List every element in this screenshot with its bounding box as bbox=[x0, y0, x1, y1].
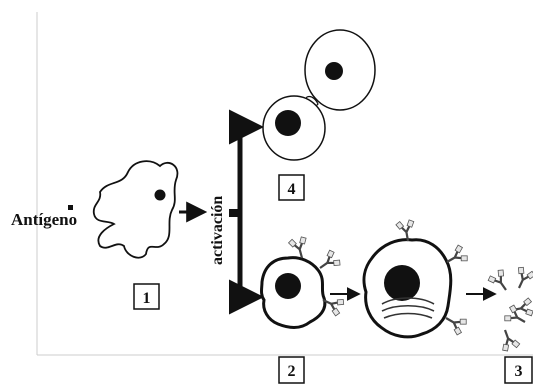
plasma-cell bbox=[362, 218, 471, 339]
antigen-label: Antígeno bbox=[11, 210, 77, 229]
free-antibodies bbox=[485, 264, 533, 354]
activation-label: activación bbox=[209, 196, 226, 265]
antigen-dot bbox=[68, 205, 73, 210]
label-box-3: 3 bbox=[504, 356, 533, 384]
memory-cell-lower bbox=[262, 95, 326, 161]
label-box-2: 2 bbox=[278, 356, 305, 384]
svg-text:1: 1 bbox=[143, 290, 151, 307]
svg-text:2: 2 bbox=[288, 363, 296, 380]
label-box-1: 1 bbox=[133, 283, 160, 310]
b-cell bbox=[260, 234, 347, 329]
memory-cell-upper bbox=[304, 29, 376, 111]
branch-connector bbox=[229, 109, 264, 315]
label-box-4: 4 bbox=[278, 174, 305, 201]
svg-text:3: 3 bbox=[515, 363, 523, 380]
macrophage-cell bbox=[92, 160, 179, 259]
svg-text:4: 4 bbox=[288, 181, 296, 198]
